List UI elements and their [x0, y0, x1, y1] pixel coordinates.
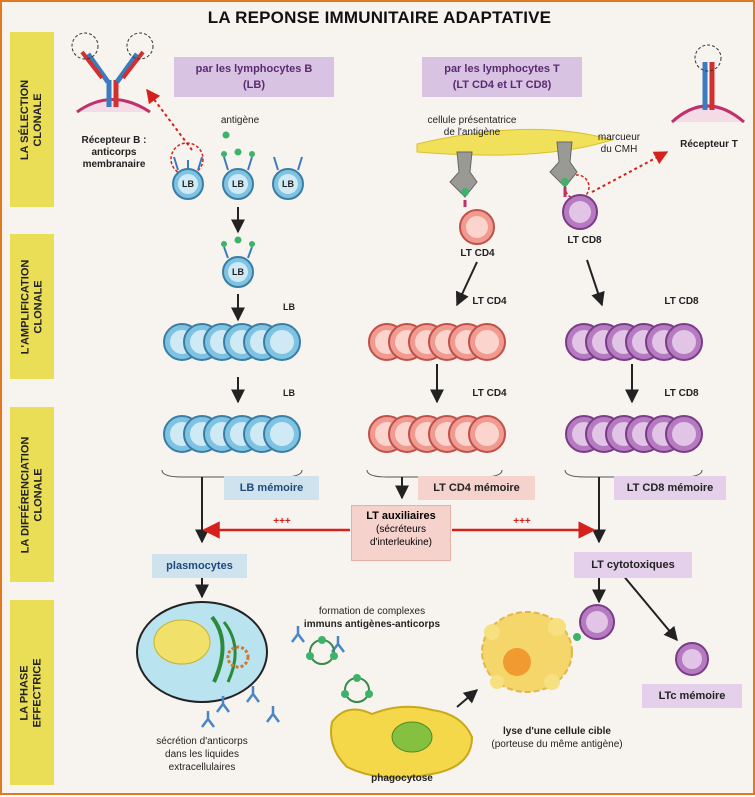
- lt-cd8-cell: [562, 194, 598, 230]
- complexes-line1: formation de complexes: [318, 606, 426, 617]
- lt-cd4-cell: [459, 209, 495, 245]
- lb-clone-cell: [263, 415, 301, 453]
- ltc-memory-cell: [675, 642, 709, 676]
- secretion-label: sécrétion d'anticorps dans les liquides …: [137, 735, 267, 774]
- phase-selection: LA SÉLECTION CLONALE: [10, 32, 54, 207]
- lb-label-1: LB: [182, 179, 194, 189]
- lyse-line1: lyse d'une cellule cible: [503, 726, 611, 737]
- phagocyte-cell: [330, 705, 474, 779]
- lt-cd8-row-label-1: LT CD8: [664, 296, 699, 307]
- complexes-label: formation de complexes immuns antigènes-…: [282, 605, 462, 631]
- lb-label-3: LB: [282, 179, 294, 189]
- lt-cd4-clone-cell: [468, 323, 506, 361]
- lt-cd8-label: LT CD8: [567, 235, 602, 246]
- lt-auxiliaires-box: LT auxiliaires (sécréteurs d'interleukin…: [351, 505, 451, 561]
- t-receptor-icon: [670, 44, 745, 124]
- phase-amplification: L'AMPLIFICATION CLONALE: [10, 234, 54, 379]
- secretion-line1: sécrétion d'anticorps: [156, 736, 248, 747]
- marqueur-line1: marcueur: [597, 132, 641, 143]
- lb-label-2: LB: [232, 179, 244, 189]
- cpa-line1: cellule présentatrice: [427, 115, 517, 126]
- cpa-line2: de l'antigène: [443, 127, 501, 138]
- header-t-line1: par les lymphocytes T: [444, 63, 560, 75]
- header-t-line2: (LT CD4 et LT CD8): [452, 79, 552, 91]
- header-b-box: par les lymphocytes B (LB): [174, 57, 334, 97]
- secretion-line3: extracellulaires: [168, 762, 236, 773]
- antibody-receptor-icon: [71, 32, 154, 114]
- antibody-molecules: [201, 626, 345, 728]
- page-title: LA REPONSE IMMUNITAIRE ADAPTATIVE: [207, 8, 552, 27]
- recepteur-t-label: Récepteur T: [680, 139, 738, 150]
- antigene-label: antigène: [220, 115, 260, 126]
- lt-aux-line2: (sécréteurs: [375, 524, 426, 535]
- target-cell-lysis: [481, 611, 573, 693]
- lt-cd4-row-label-2: LT CD4: [472, 388, 507, 399]
- lyse-label: lyse d'une cellule cible (porteuse du mê…: [482, 725, 632, 751]
- cpa-label: cellule présentatrice de l'antigène: [397, 115, 547, 139]
- lb-clone-cell: [263, 323, 301, 361]
- recepteur-b-line1: Récepteur B :: [81, 135, 147, 146]
- lyse-line2: (porteuse du même antigène): [491, 739, 623, 750]
- b-cell-3: [272, 168, 304, 200]
- marqueur-label: marcueur du CMH: [584, 132, 654, 156]
- lt-cd8-clone-cell: [665, 415, 703, 453]
- lb-memoire-box: LB mémoire: [224, 476, 319, 500]
- lb-label-selected: LB: [232, 267, 244, 277]
- phase-differentiation: LA DIFFÉRENCIATION CLONALE: [10, 407, 54, 582]
- lt-cd8-clone-cell: [665, 323, 703, 361]
- lt-aux-line3: d'interleukine): [370, 537, 432, 548]
- header-b-line1: par les lymphocytes B: [195, 63, 313, 75]
- lt-cd8-memoire-box: LT CD8 mémoire: [614, 476, 726, 500]
- header-t-box: par les lymphocytes T (LT CD4 et LT CD8): [422, 57, 582, 97]
- header-b-line2: (LB): [243, 79, 265, 91]
- plasmocytes-box: plasmocytes: [152, 554, 247, 578]
- b-cell-2: [222, 168, 254, 200]
- plus-left: +++: [273, 516, 291, 527]
- recepteur-b-line3: membranaire: [82, 159, 146, 170]
- immune-complex: [306, 636, 373, 703]
- lt-cytotoxiques-box: LT cytotoxiques: [574, 552, 692, 578]
- ltc-cell: [579, 604, 615, 640]
- lb-row-label-2: LB: [283, 388, 295, 398]
- plus-right: +++: [513, 516, 531, 527]
- lt-cd4-label: LT CD4: [460, 248, 495, 259]
- phase-effectrice: LA PHASE EFFECTRICE: [10, 600, 54, 785]
- phagocytose-label: phagocytose: [371, 773, 433, 784]
- lt-aux-line1: LT auxiliaires: [366, 510, 436, 522]
- secretion-line2: dans les liquides: [165, 749, 239, 760]
- ltc-memoire-box: LTc mémoire: [642, 684, 742, 708]
- complexes-line2: immuns antigènes-anticorps: [303, 619, 441, 630]
- b-cell-selected: [222, 256, 254, 288]
- recepteur-b-line2: anticorps: [91, 147, 137, 158]
- lb-row-label-1: LB: [283, 302, 295, 312]
- lt-cd4-memoire-box: LT CD4 mémoire: [418, 476, 535, 500]
- lt-cd4-clone-cell: [468, 415, 506, 453]
- marqueur-line2: du CMH: [600, 144, 638, 155]
- plasmocyte-cell: [136, 601, 268, 703]
- lt-cd8-row-label-2: LT CD8: [664, 388, 699, 399]
- lt-cd4-row-label-1: LT CD4: [472, 296, 507, 307]
- recepteur-b-label: Récepteur B : anticorps membranaire: [64, 135, 164, 171]
